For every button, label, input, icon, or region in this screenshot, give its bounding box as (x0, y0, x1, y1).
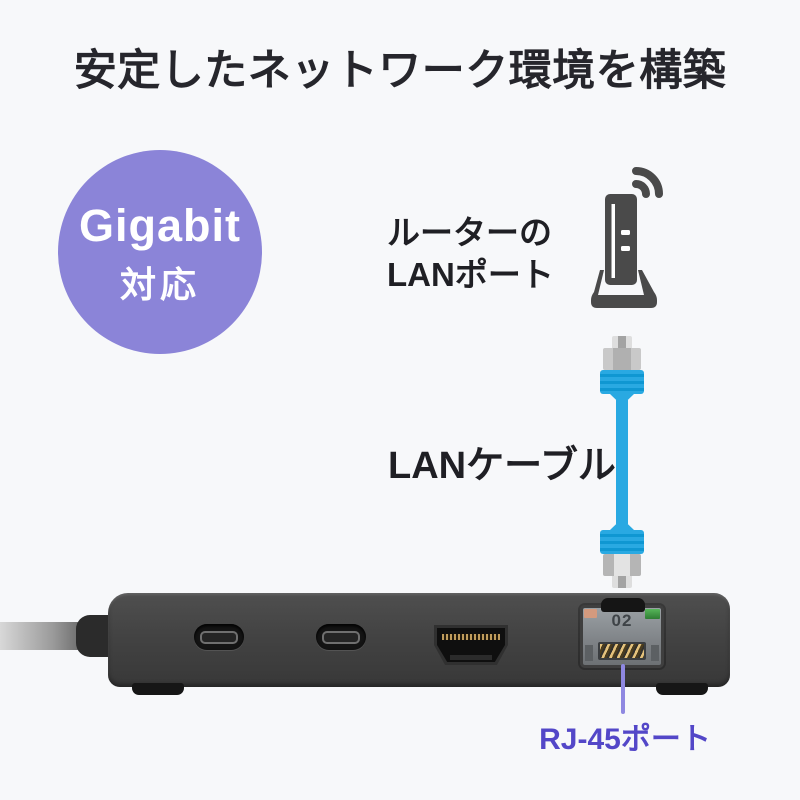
rj45-plug-body-top (603, 348, 641, 370)
rj45-callout-label: RJ-45ポート (539, 723, 711, 756)
cable-taper-bottom (610, 524, 634, 530)
usb-c-tongue (322, 630, 360, 644)
cable-boot-top (600, 370, 644, 394)
router-tower-line (611, 204, 615, 278)
rj45-notch-left (585, 645, 593, 661)
router-label-line1: ルーターの (387, 214, 552, 251)
cable-boot-bottom (600, 530, 644, 554)
callout-pointer-line (621, 664, 625, 714)
wifi-signal-icon (632, 167, 663, 198)
rj45-collar (601, 598, 645, 612)
wifi-router-icon (591, 167, 663, 308)
dock-rear-photo: 02 (108, 593, 730, 695)
rj45-notch-right (651, 645, 659, 661)
rj45-pin-slot (598, 642, 646, 660)
router-led-dash-2 (621, 246, 630, 251)
lan-cable-icon (600, 336, 644, 588)
rj45-led-green (645, 609, 660, 619)
rj45-port: 02 (580, 598, 664, 668)
rj45-plug-clip-top (612, 336, 632, 348)
usb-c-port-2 (316, 624, 366, 650)
usb-c-port-1 (194, 624, 244, 650)
gigabit-badge-line1: Gigabit (79, 200, 241, 252)
rj45-pins (600, 644, 644, 658)
lan-cable-label: LANケーブル (388, 445, 616, 487)
rubber-foot-left (132, 683, 184, 695)
page-title: 安定したネットワーク環境を構築 (73, 47, 727, 95)
hdmi-ledge (450, 655, 492, 660)
router-led-dash-1 (621, 230, 630, 235)
cable-taper-top (610, 394, 634, 400)
rubber-foot-right (656, 683, 708, 695)
gigabit-badge-line2: 対応 (119, 263, 200, 305)
rj45-plug-clip-bottom (612, 576, 632, 588)
router-label: ルーターの LANポート (387, 212, 554, 296)
rj45-plug-body-bottom (603, 554, 641, 576)
hdmi-port (434, 625, 508, 665)
cable-line (616, 400, 628, 524)
hdmi-pins (442, 634, 500, 640)
gigabit-badge: Gigabit 対応 (58, 150, 262, 354)
usb-c-tongue (200, 630, 238, 644)
rj45-marking: 02 (611, 611, 633, 630)
router-tower (605, 194, 637, 285)
router-label-line2: LANポート (387, 256, 554, 293)
rj45-led-orange (584, 609, 597, 618)
